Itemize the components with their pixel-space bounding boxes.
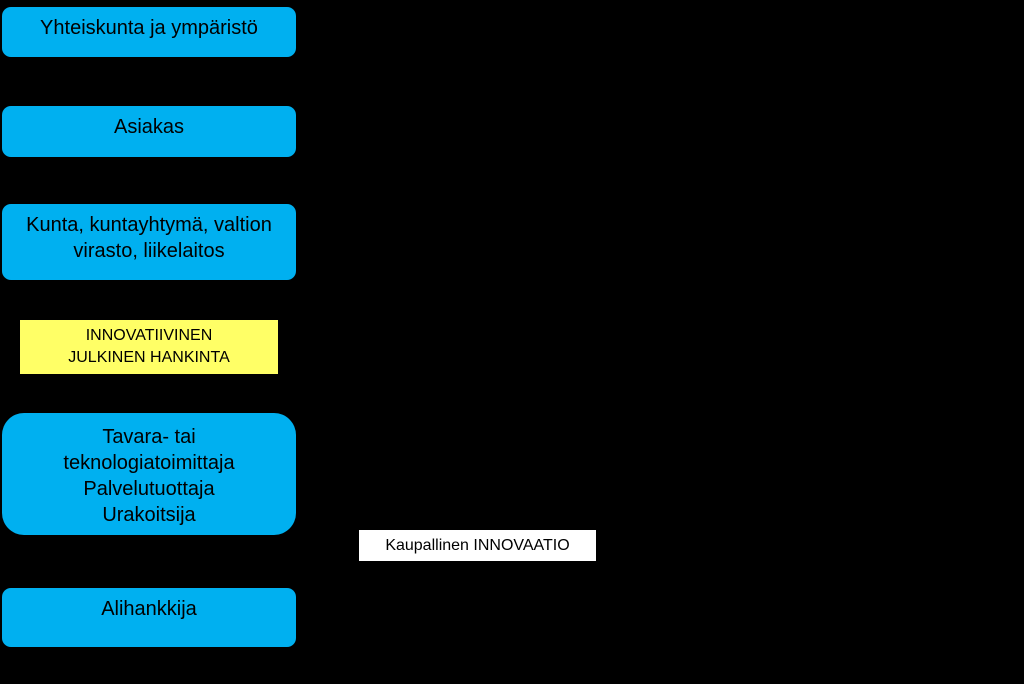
innovative-public-procurement-box: INNOVATIIVINEN JULKINEN HANKINTA	[20, 320, 278, 374]
society-environment-label: Yhteiskunta ja ympäristö	[40, 17, 258, 39]
public-organization-label: Kunta, kuntayhtymä, valtion virasto, lii…	[26, 214, 272, 262]
subcontractor-label: Alihankkija	[101, 598, 197, 620]
subcontractor-box: Alihankkija	[2, 588, 296, 647]
customer-label: Asiakas	[113, 116, 185, 138]
customer-box: Asiakas	[2, 106, 296, 157]
society-environment-box: Yhteiskunta ja ympäristö	[2, 7, 296, 57]
commercial-innovation-label: Kaupallinen INNOVAATIO	[385, 536, 570, 554]
public-organization-box: Kunta, kuntayhtymä, valtion virasto, lii…	[2, 204, 296, 280]
supplier-label: Tavara- tai teknologiatoimittaja Palvelu…	[63, 426, 235, 526]
innovative-public-procurement-label: INNOVATIIVINEN JULKINEN HANKINTA	[68, 327, 230, 366]
supplier-box: Tavara- tai teknologiatoimittaja Palvelu…	[2, 413, 296, 535]
commercial-innovation-box: Kaupallinen INNOVAATIO	[359, 530, 596, 561]
